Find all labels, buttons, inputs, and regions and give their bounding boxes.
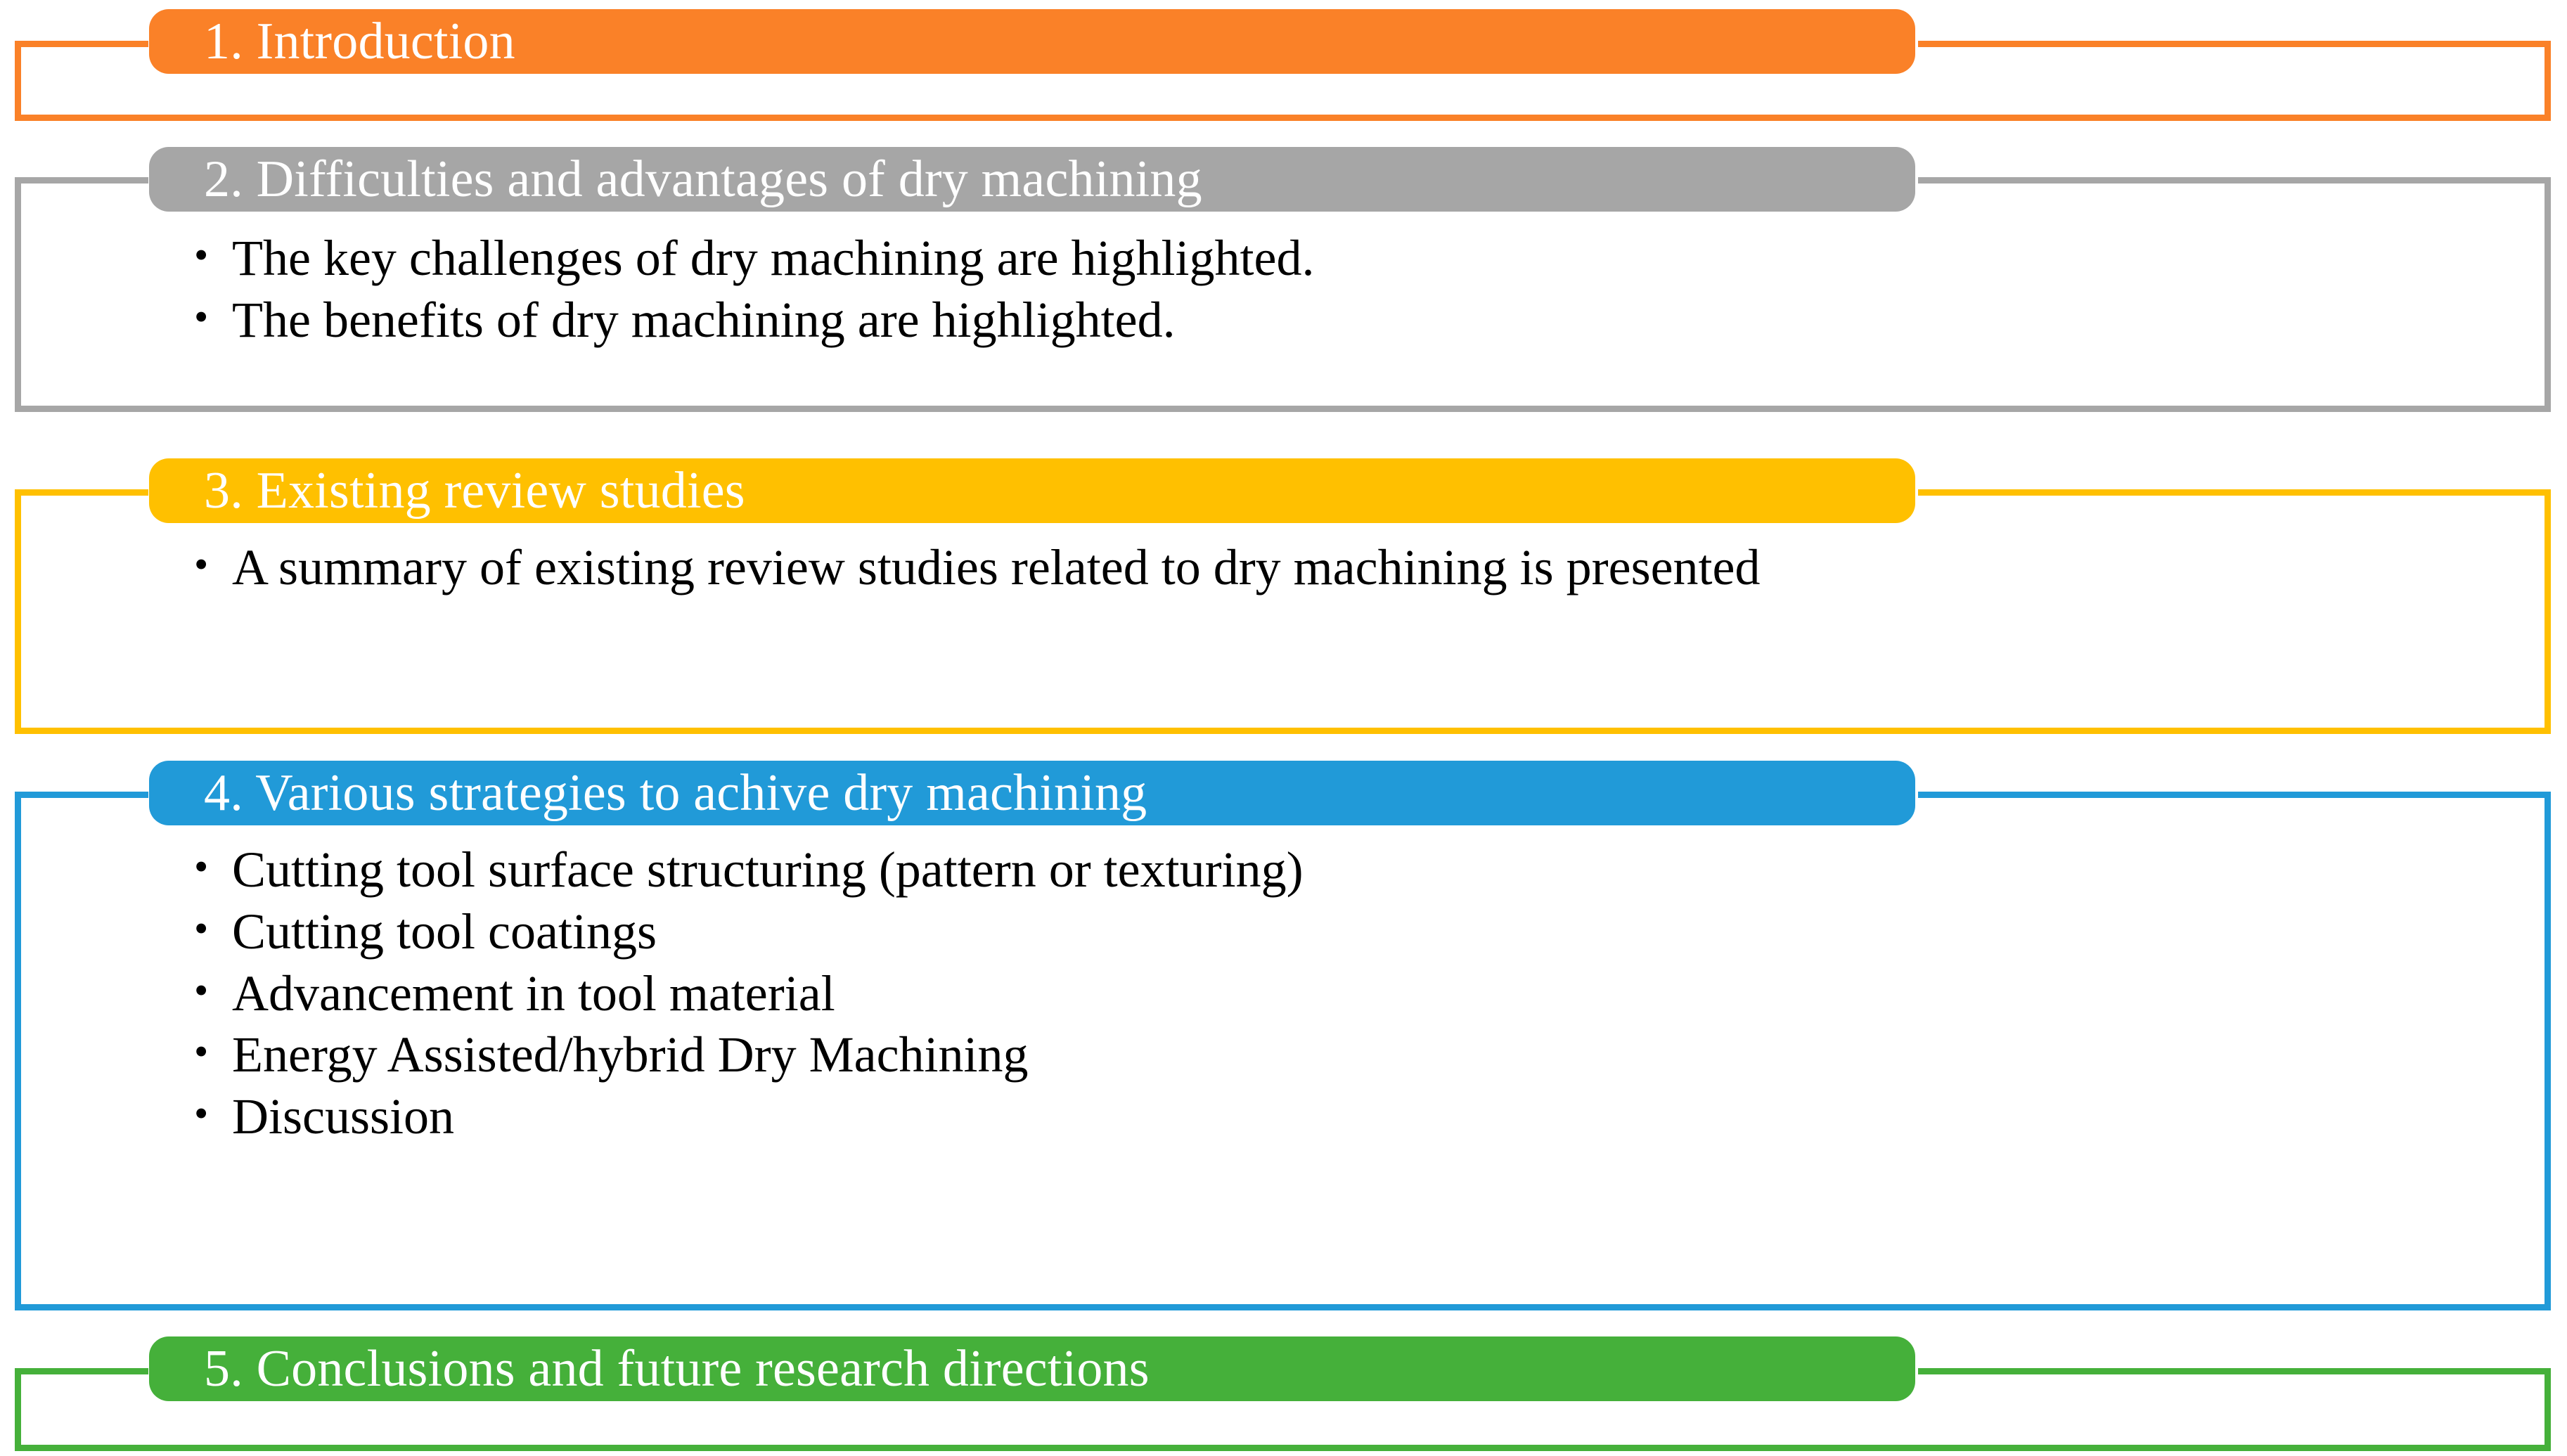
section-top-rule-left [15,792,148,798]
section-title: 3. Existing review studies [204,462,745,520]
list-item-label: A summary of existing review studies rel… [232,539,1761,595]
section-title: 4. Various strategies to achive dry mach… [204,764,1147,822]
section-header-banner[interactable]: 3. Existing review studies [149,458,1915,523]
section-title: 1. Introduction [204,13,515,70]
bullet-icon: • [194,293,209,340]
list-item-label: The benefits of dry machining are highli… [232,291,1176,348]
section-difficulties-advantages: 2. Difficulties and advantages of dry ma… [0,138,2567,412]
section-outline-box [15,792,2551,1310]
bullet-icon: • [194,844,209,889]
section-top-rule-left [15,1368,148,1374]
section-top-rule-left [15,41,148,47]
list-item-label: Cutting tool surface structuring (patter… [232,842,1304,898]
list-item: • Cutting tool surface structuring (patt… [194,839,2525,901]
section-title: 2. Difficulties and advantages of dry ma… [204,150,1202,208]
section-header-banner[interactable]: 1. Introduction [149,9,1915,74]
section-top-rule-left [15,489,148,496]
section-existing-review-studies: 3. Existing review studies • A summary o… [0,449,2567,734]
section-header-banner[interactable]: 2. Difficulties and advantages of dry ma… [149,147,1915,212]
section-top-rule-right [1918,41,2551,47]
section-title: 5. Conclusions and future research direc… [204,1340,1150,1398]
bullet-icon: • [194,232,209,278]
section-bullet-list: • Cutting tool surface structuring (patt… [194,839,2525,1148]
list-item: • A summary of existing review studies r… [194,537,2525,599]
bullet-icon: • [194,1090,209,1137]
bullet-icon: • [194,905,209,951]
list-item: • Cutting tool coatings [194,901,2525,963]
list-item: • The benefits of dry machining are high… [194,290,2525,352]
list-item: • Advancement in tool material [194,963,2525,1025]
list-item-label: The key challenges of dry machining are … [232,230,1315,286]
section-conclusions: 5. Conclusions and future research direc… [0,1327,2567,1451]
bullet-icon: • [194,967,209,1013]
list-item-label: Advancement in tool material [232,965,835,1022]
section-strategies: 4. Various strategies to achive dry mach… [0,751,2567,1310]
section-outline-box [15,1368,2551,1451]
section-top-rule-left [15,177,148,183]
bullet-icon: • [194,1029,209,1075]
list-item-label: Cutting tool coatings [232,903,657,960]
list-item: • The key challenges of dry machining ar… [194,228,2525,290]
section-bullet-list: • The key challenges of dry machining ar… [194,228,2525,352]
section-header-banner[interactable]: 5. Conclusions and future research direc… [149,1336,1915,1401]
list-item: • Energy Assisted/hybrid Dry Machining [194,1024,2525,1086]
list-item: • Discussion [194,1086,2525,1148]
section-top-rule-right [1918,1368,2551,1374]
section-introduction: 1. Introduction [0,0,2567,121]
bullet-icon: • [194,541,209,587]
section-top-rule-right [1918,177,2551,183]
list-item-label: Energy Assisted/hybrid Dry Machining [232,1026,1029,1083]
section-top-rule-right [1918,489,2551,496]
section-outline-box [15,41,2551,121]
section-outline-box [15,177,2551,412]
section-bullet-list: • A summary of existing review studies r… [194,537,2525,599]
section-top-rule-right [1918,792,2551,798]
section-header-banner[interactable]: 4. Various strategies to achive dry mach… [149,761,1915,825]
list-item-label: Discussion [232,1088,455,1145]
section-outline-box [15,489,2551,734]
